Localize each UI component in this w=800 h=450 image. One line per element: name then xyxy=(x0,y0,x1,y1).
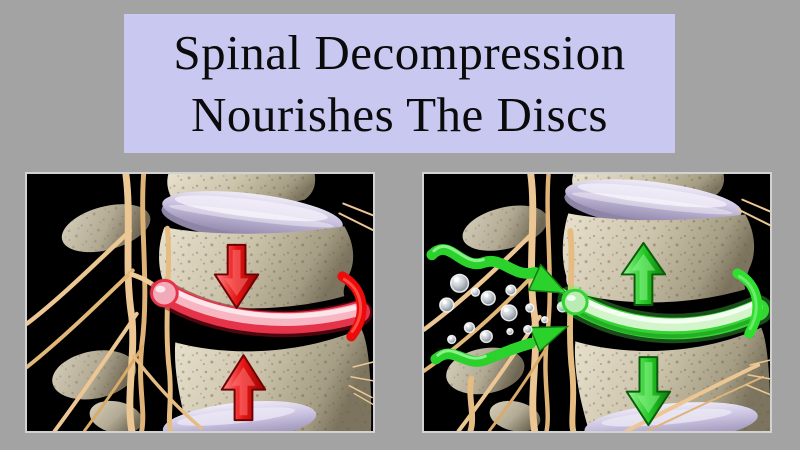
nerve-roots xyxy=(424,174,770,431)
nutrient-flow-arrow-icon xyxy=(430,325,570,367)
nutrient-flow-arrow-icon xyxy=(426,244,569,295)
bulging-disc xyxy=(149,271,373,342)
decompression-spine-image xyxy=(424,174,770,431)
nerve-roots xyxy=(27,174,373,431)
title-banner: Spinal Decompression Nourishes The Discs xyxy=(124,14,675,153)
spine-column xyxy=(562,174,770,431)
title-line-1: Spinal Decompression xyxy=(173,24,626,80)
compression-down-arrow-icon xyxy=(213,243,260,309)
decompression-down-arrow-icon xyxy=(625,356,672,427)
healthy-disc xyxy=(557,268,770,344)
compression-up-arrow-icon xyxy=(220,354,267,422)
spine-column xyxy=(159,174,372,431)
compression-illustration-panel xyxy=(25,172,375,433)
decompression-up-arrow-icon xyxy=(620,241,667,306)
lower-disc xyxy=(584,402,758,431)
compression-spine-image xyxy=(27,174,373,431)
decompression-illustration-panel xyxy=(422,172,772,433)
title-line-2: Nourishes The Discs xyxy=(191,86,608,142)
